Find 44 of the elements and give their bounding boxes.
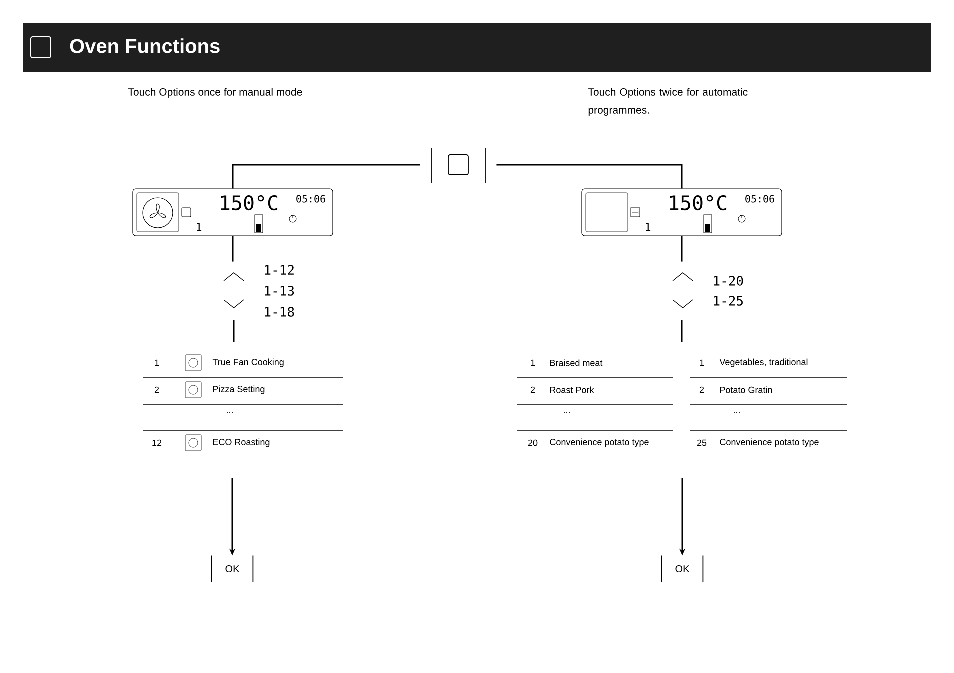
- ellipsis: ...: [564, 412, 570, 414]
- programme-name: True Fan Cooking: [212, 358, 284, 368]
- range-readout: 1-13: [265, 286, 294, 296]
- row-number: 2: [700, 386, 704, 394]
- ok-key: OK: [661, 555, 704, 583]
- ellipsis: ...: [227, 412, 233, 414]
- temperature-readout: 150°C: [670, 195, 727, 211]
- range-readout: 1-20: [714, 276, 744, 286]
- range-readout: 1-18: [265, 307, 294, 317]
- connector: [681, 320, 683, 342]
- level-readout: 1: [197, 223, 202, 232]
- programme-name: Vegetables, traditional: [720, 358, 808, 368]
- time-readout: 05:06: [296, 195, 326, 203]
- title: Oven Functions: [70, 38, 220, 54]
- row-number: 1: [155, 360, 160, 366]
- programme-name: Convenience potato type: [550, 438, 649, 448]
- time-readout: 05:06: [746, 195, 774, 203]
- connector: [233, 320, 235, 342]
- row-number: 2: [530, 386, 536, 394]
- connector: [232, 236, 234, 262]
- programme-name: Potato Gratin: [720, 386, 772, 394]
- row-number: 20: [528, 440, 538, 446]
- programme-name: ECO Roasting: [213, 438, 270, 448]
- ellipsis: ...: [734, 412, 740, 414]
- range-readout: 1-25: [714, 296, 743, 306]
- instruction-text: Touch Options twice for automatic programmes.: [588, 88, 748, 116]
- row-number: 25: [697, 440, 707, 446]
- row-number: 1: [531, 360, 536, 366]
- programme-name: Braised meat: [550, 360, 603, 366]
- options-key: [431, 148, 486, 184]
- instruction-text: Touch Options once for manual mode: [128, 88, 302, 98]
- connector: [232, 164, 420, 189]
- row-number: 1: [700, 360, 704, 366]
- range-readout: 1-12: [265, 265, 294, 275]
- programme-name: Roast Pork: [550, 386, 594, 394]
- row-number: 2: [154, 386, 160, 394]
- connector: [681, 236, 683, 262]
- temperature-readout: 150°C: [221, 195, 278, 211]
- level-readout: 1: [646, 223, 651, 232]
- programme-name: Convenience potato type: [720, 438, 819, 448]
- connector: [496, 164, 683, 189]
- row-number: 12: [152, 440, 162, 446]
- ok-key: OK: [211, 555, 254, 583]
- programme-name: Pizza Setting: [213, 386, 265, 394]
